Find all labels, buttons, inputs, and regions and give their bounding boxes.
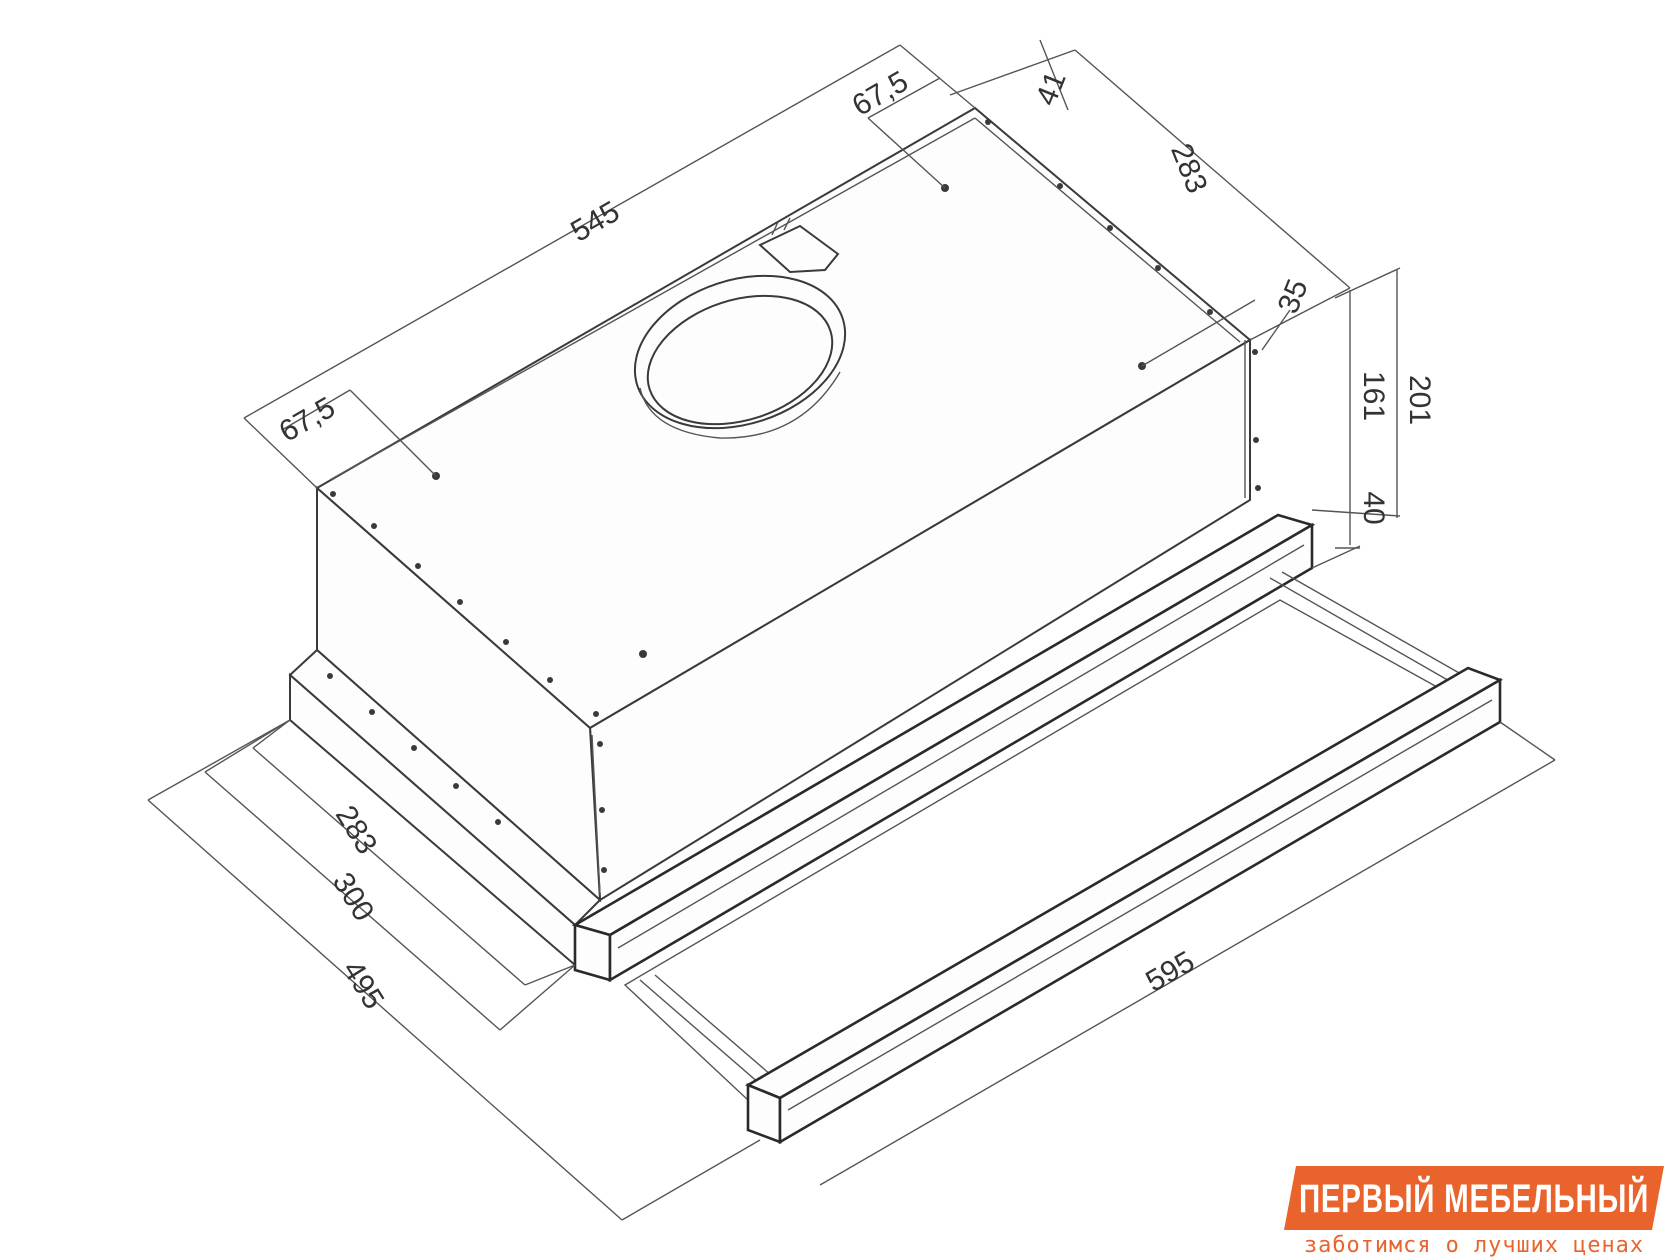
dim-595: 595 xyxy=(1140,945,1200,999)
fixed-front-trim xyxy=(571,513,1316,983)
logo-banner xyxy=(1284,1166,1664,1230)
logo-subtitle: заботимся о лучших ценах xyxy=(1304,1233,1644,1258)
dim-545: 545 xyxy=(565,195,625,249)
dim-201: 201 xyxy=(1403,375,1436,425)
dim-40: 40 xyxy=(1357,491,1390,524)
pullout-front-trim xyxy=(745,666,1504,1145)
screws xyxy=(330,119,1261,873)
dim-161: 161 xyxy=(1357,371,1390,421)
dim-67-5-left: 67,5 xyxy=(274,391,341,449)
hood-body xyxy=(315,106,1252,903)
dim-283-top: 283 xyxy=(1164,139,1213,198)
dim-495: 495 xyxy=(336,955,391,1015)
dimension-lines xyxy=(147,39,1556,1221)
dim-67-5-right: 67,5 xyxy=(847,65,914,123)
clamp-tab xyxy=(758,217,840,274)
logo-title: ПЕРВЫЙ МЕБЕЛЬНЫЙ xyxy=(1299,1175,1649,1221)
dim-283-bottom: 283 xyxy=(329,800,384,860)
dim-35: 35 xyxy=(1272,275,1315,318)
brand-logo: ПЕРВЫЙ МЕБЕЛЬНЫЙ заботимся о лучших цена… xyxy=(1284,1166,1664,1258)
exhaust-collar xyxy=(633,274,847,439)
dim-41: 41 xyxy=(1030,67,1073,110)
